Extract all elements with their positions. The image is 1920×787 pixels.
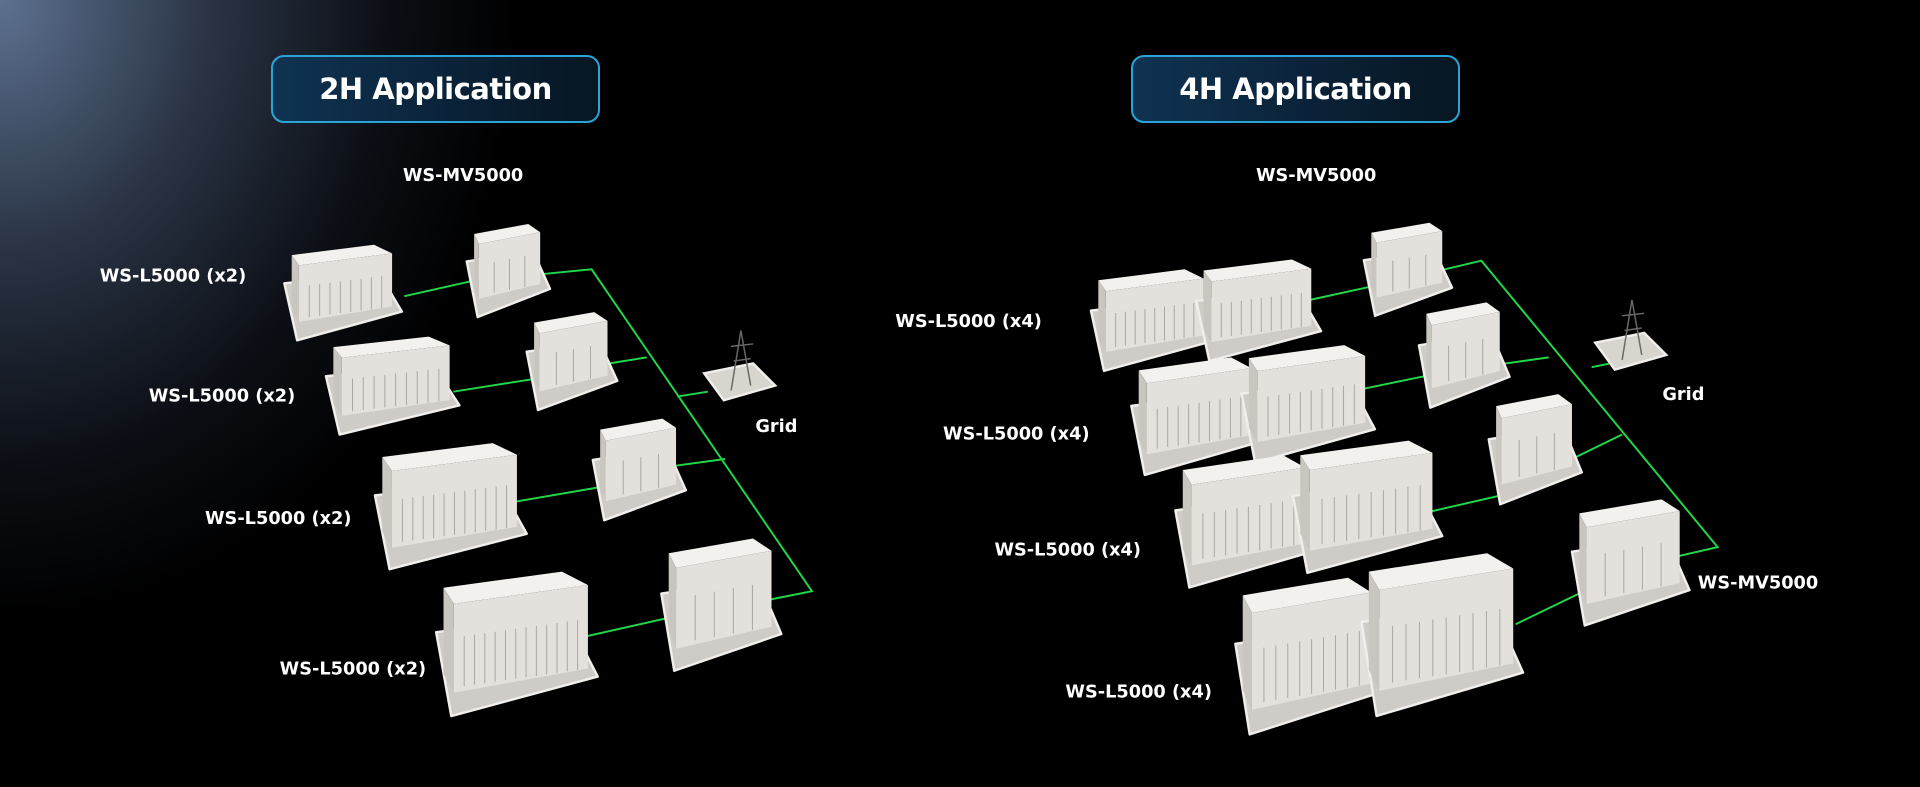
connection-lines bbox=[404, 259, 1720, 638]
left-battery-label-2: WS-L5000 (x2) bbox=[149, 386, 296, 406]
mv-station bbox=[591, 418, 688, 522]
mv-station bbox=[1570, 499, 1691, 627]
battery-container bbox=[434, 571, 599, 718]
connection-line bbox=[671, 458, 726, 468]
battery-container bbox=[1360, 553, 1525, 718]
connection-line bbox=[585, 617, 668, 638]
left-grid-label: Grid bbox=[755, 417, 797, 437]
mv-station bbox=[660, 538, 783, 672]
connection-line bbox=[1429, 494, 1500, 513]
right-battery-label-4: WS-L5000 (x4) bbox=[1065, 683, 1212, 703]
battery-container bbox=[1130, 357, 1263, 477]
right-grid-label: Grid bbox=[1662, 385, 1704, 405]
connection-line bbox=[608, 356, 647, 365]
mv-station bbox=[465, 223, 552, 319]
mv-station bbox=[525, 312, 619, 412]
right-battery-label-2: WS-L5000 (x4) bbox=[943, 424, 1090, 444]
grid-tower-icon bbox=[1593, 299, 1669, 372]
connection-line bbox=[1571, 433, 1623, 460]
left-mv-label: WS-MV5000 bbox=[403, 166, 523, 186]
connection-line bbox=[1309, 284, 1378, 301]
battery-container bbox=[1240, 345, 1377, 464]
connection-line bbox=[677, 390, 709, 398]
mv-station bbox=[1417, 302, 1511, 409]
mv-station bbox=[1362, 222, 1454, 318]
right-mv-label: WS-MV5000 bbox=[1256, 166, 1376, 186]
battery-container bbox=[324, 336, 461, 436]
left-battery-label-4: WS-L5000 (x2) bbox=[280, 659, 427, 679]
4h-application-button[interactable]: 4H Application bbox=[1131, 55, 1460, 123]
battery-container bbox=[1291, 440, 1444, 575]
right-battery-label-3: WS-L5000 (x4) bbox=[994, 541, 1141, 561]
connection-line bbox=[541, 268, 814, 601]
equipment-units bbox=[283, 222, 1691, 736]
connection-line bbox=[514, 486, 601, 503]
connection-line bbox=[453, 377, 540, 393]
left-battery-label-1: WS-L5000 (x2) bbox=[100, 267, 247, 287]
right-battery-label-1: WS-L5000 (x4) bbox=[895, 312, 1042, 332]
connection-line bbox=[1361, 373, 1433, 391]
connection-line bbox=[404, 279, 476, 298]
left-battery-label-3: WS-L5000 (x2) bbox=[205, 509, 352, 529]
battery-container bbox=[1174, 455, 1317, 589]
mv-station bbox=[1487, 394, 1583, 506]
battery-container bbox=[1089, 269, 1215, 373]
grid-tower-icon bbox=[702, 330, 778, 402]
battery-container bbox=[1194, 259, 1323, 363]
connection-line bbox=[1434, 259, 1720, 558]
battery-container bbox=[283, 244, 404, 342]
battery-container bbox=[1234, 577, 1383, 736]
right-mv-label-bottom: WS-MV5000 bbox=[1698, 574, 1818, 594]
battery-container bbox=[373, 443, 528, 571]
2h-application-button[interactable]: 2H Application bbox=[271, 55, 600, 123]
